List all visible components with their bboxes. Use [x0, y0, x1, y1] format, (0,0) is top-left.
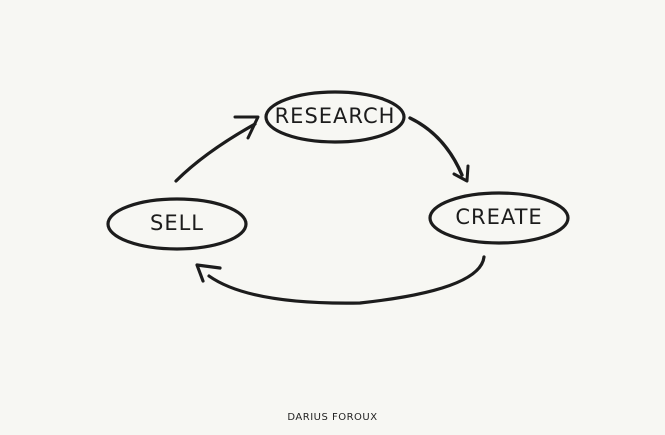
sell-node-label: SELL	[150, 211, 204, 235]
arrow-sell-to-research	[174, 115, 260, 183]
sell-node-ellipse	[106, 197, 248, 251]
arrow-research-to-create	[408, 116, 470, 183]
arrow-create-to-sell	[195, 255, 486, 305]
create-node-ellipse	[428, 191, 570, 245]
create-node-label: CREATE	[455, 205, 543, 229]
research-node-label: RESEARCH	[274, 104, 396, 128]
research-node-ellipse	[264, 90, 406, 144]
author-credit: DARIUS FOROUX	[287, 412, 378, 423]
